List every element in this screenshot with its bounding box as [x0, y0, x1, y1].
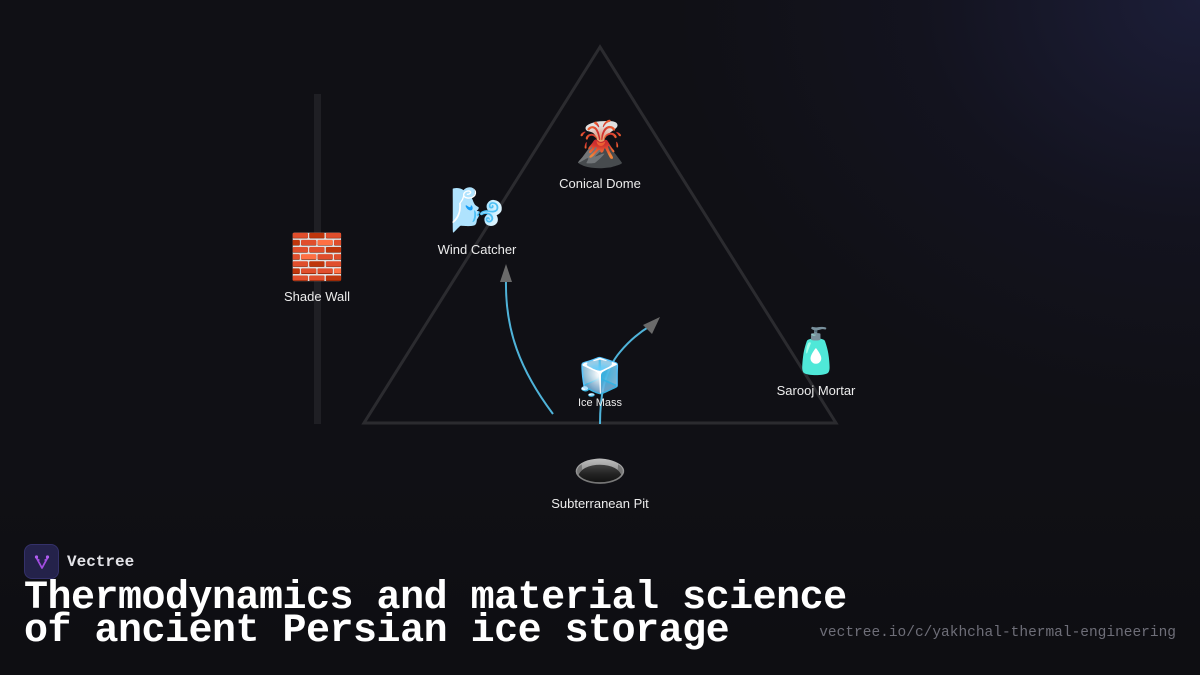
node-shade-wall[interactable]: 🧱 Shade Wall: [284, 233, 350, 304]
node-sarooj-mortar[interactable]: 🧴 Sarooj Mortar: [777, 327, 856, 398]
node-wind-catcher[interactable]: 🌬️ Wind Catcher: [438, 186, 517, 257]
brand[interactable]: Vectree: [24, 544, 134, 579]
vectree-logo-icon: [24, 544, 59, 579]
ice-cube-icon: 🧊: [577, 356, 623, 397]
node-label: Sarooj Mortar: [776, 383, 856, 398]
edge-ice-to-wind-catcher: [504, 279, 554, 415]
brick-icon: 🧱: [289, 233, 345, 282]
title-line-1: Thermodynamics and material science: [24, 576, 847, 621]
node-label: Wind Catcher: [437, 242, 517, 257]
wind-face-icon: 🌬️: [449, 186, 505, 235]
node-ice-mass[interactable]: 🧊 Ice Mass: [577, 356, 623, 410]
volcano-icon: 🌋: [572, 120, 628, 169]
source-url[interactable]: vectree.io/c/yakhchal-thermal-engineerin…: [819, 625, 1176, 641]
node-label: Conical Dome: [559, 176, 641, 191]
page-title: Thermodynamics and material science of a…: [24, 579, 847, 652]
arrowhead-icon: [643, 317, 660, 334]
lotion-bottle-icon: 🧴: [788, 327, 844, 376]
title-line-2: of ancient Persian ice storage: [24, 609, 730, 654]
hole-icon: 🕳️: [572, 440, 628, 489]
node-conical-dome[interactable]: 🌋 Conical Dome: [559, 120, 641, 191]
shade-wall-bar: [314, 94, 321, 424]
node-subterranean-pit[interactable]: 🕳️ Subterranean Pit: [551, 440, 649, 511]
edge-pit-to-dome: [599, 325, 651, 425]
arrowhead-icon: [500, 264, 512, 282]
node-label: Ice Mass: [577, 397, 623, 409]
brand-name: Vectree: [67, 552, 135, 571]
node-label: Shade Wall: [284, 289, 350, 304]
node-label: Subterranean Pit: [551, 496, 649, 511]
